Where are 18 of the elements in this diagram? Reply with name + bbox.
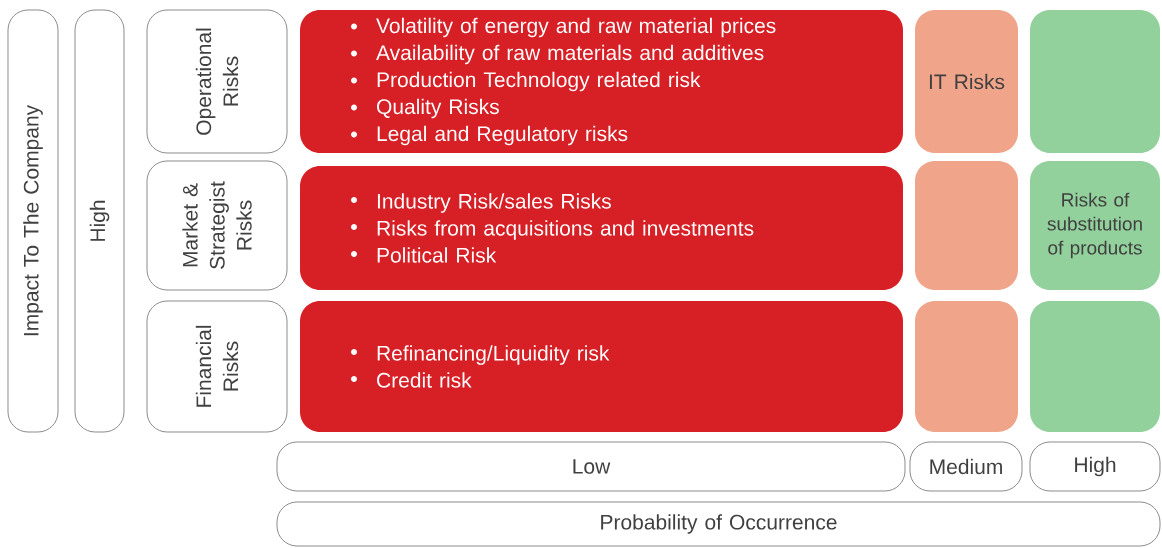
category-box: Financial Risks xyxy=(146,300,288,433)
axis-title-box: Probability of Occurrence xyxy=(276,501,1161,547)
risk-box: Refinancing/Liquidity risk Credit risk xyxy=(300,301,903,432)
risk-box xyxy=(1030,10,1160,153)
category-box: Operational Risks xyxy=(146,9,288,154)
scale-box: Low xyxy=(276,441,906,492)
scale-box: Medium xyxy=(909,441,1023,492)
scale-box: High xyxy=(1029,441,1161,492)
risk-box: Risks of substitution of products xyxy=(1030,161,1160,290)
risk-box: IT Risks xyxy=(915,10,1018,153)
risk-box: Volatility of energy and raw material prices Availability of raw materials and additives Production Technology related risk Quality Risks Legal and Regulatory risks xyxy=(300,10,903,153)
axis-title-box: Impact To The Company xyxy=(7,9,59,433)
category-box: Market & Strategist Risks xyxy=(146,160,288,291)
risk-box xyxy=(915,161,1018,290)
risk-box xyxy=(915,301,1018,432)
risk-box xyxy=(1030,301,1160,432)
level-box: High xyxy=(74,9,125,433)
risk-box: Industry Risk/sales Risks Risks from acquisitions and investments Political Risk xyxy=(300,166,903,290)
